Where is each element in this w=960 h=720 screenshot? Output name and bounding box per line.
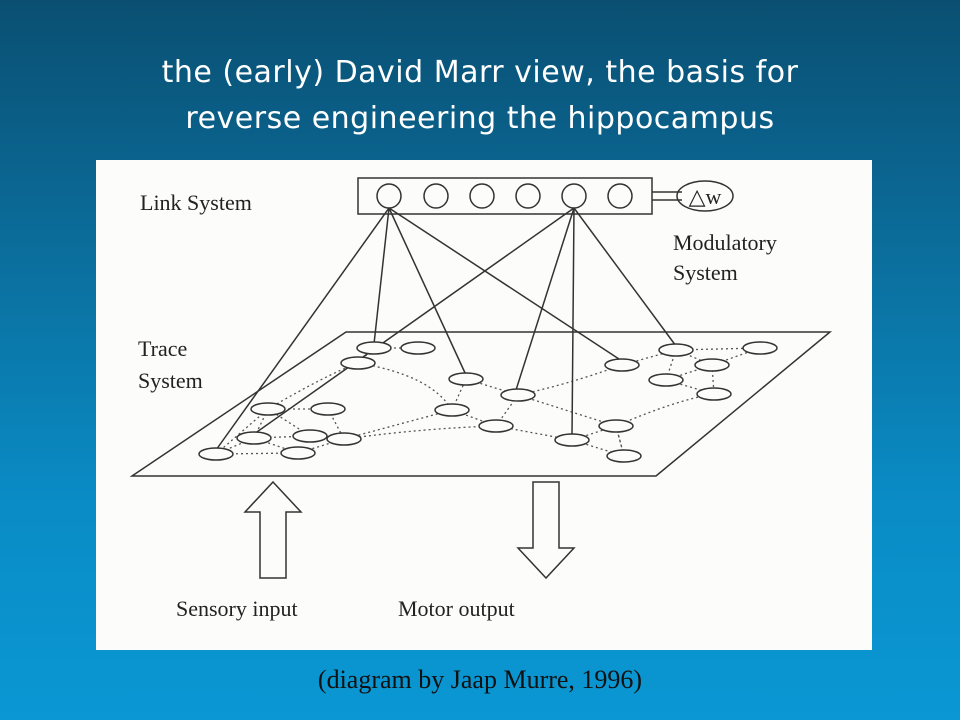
trace-unit	[292, 429, 328, 443]
link-unit-2	[423, 183, 449, 209]
trace-unit	[448, 372, 484, 386]
trace-unit	[310, 402, 346, 416]
sensory-input-label: Sensory input	[176, 596, 298, 621]
trace-unit	[606, 449, 642, 463]
trace-unit	[658, 343, 694, 357]
trace-unit	[554, 433, 590, 447]
trace-label-1: Trace	[138, 336, 187, 361]
trace-unit	[500, 388, 536, 402]
slide-title: the (early) David Marr view, the basis f…	[0, 50, 960, 142]
marr-diagram: △w Link System Modulatory System Trace S…	[129, 177, 833, 621]
trace-system-plane	[129, 331, 833, 477]
link-unit-3	[469, 183, 495, 209]
trace-units	[198, 341, 778, 463]
diagram-figure: △w Link System Modulatory System Trace S…	[96, 160, 872, 650]
motor-output-label: Motor output	[398, 596, 515, 621]
trace-unit	[696, 387, 732, 401]
link-system-units	[376, 183, 633, 209]
trace-unit	[598, 419, 634, 433]
modulatory-label-1: Modulatory	[673, 230, 777, 255]
trace-unit	[198, 447, 234, 461]
trace-unit	[250, 402, 286, 416]
trace-unit	[604, 358, 640, 372]
trace-unit	[280, 446, 316, 460]
link-unit-1	[376, 183, 402, 209]
link-projections	[215, 207, 677, 451]
delta-w-label: △w	[689, 184, 722, 209]
trace-unit	[400, 341, 436, 355]
trace-unit	[326, 432, 362, 446]
link-system-label: Link System	[140, 190, 252, 215]
modulatory-label-2: System	[673, 260, 738, 285]
trace-unit	[694, 358, 730, 372]
link-unit-6	[607, 183, 633, 209]
link-unit-4	[515, 183, 541, 209]
diagram-caption: (diagram by Jaap Murre, 1996)	[317, 665, 643, 694]
trace-unit	[478, 419, 514, 433]
trace-unit	[236, 431, 272, 445]
trace-unit	[340, 356, 376, 370]
title-line-1: the (early) David Marr view, the basis f…	[161, 55, 799, 90]
trace-unit	[742, 341, 778, 355]
link-system-bar	[357, 177, 653, 215]
trace-label-2: System	[138, 368, 203, 393]
link-unit-5	[561, 183, 587, 209]
title-line-2: reverse engineering the hippocampus	[185, 101, 775, 136]
trace-unit	[648, 373, 684, 387]
modulatory-connector	[652, 191, 682, 201]
sensory-input-arrow	[243, 480, 303, 579]
trace-unit	[434, 403, 470, 417]
trace-unit	[356, 341, 392, 355]
delta-w-ellipse	[676, 180, 734, 212]
motor-output-arrow	[516, 481, 576, 580]
